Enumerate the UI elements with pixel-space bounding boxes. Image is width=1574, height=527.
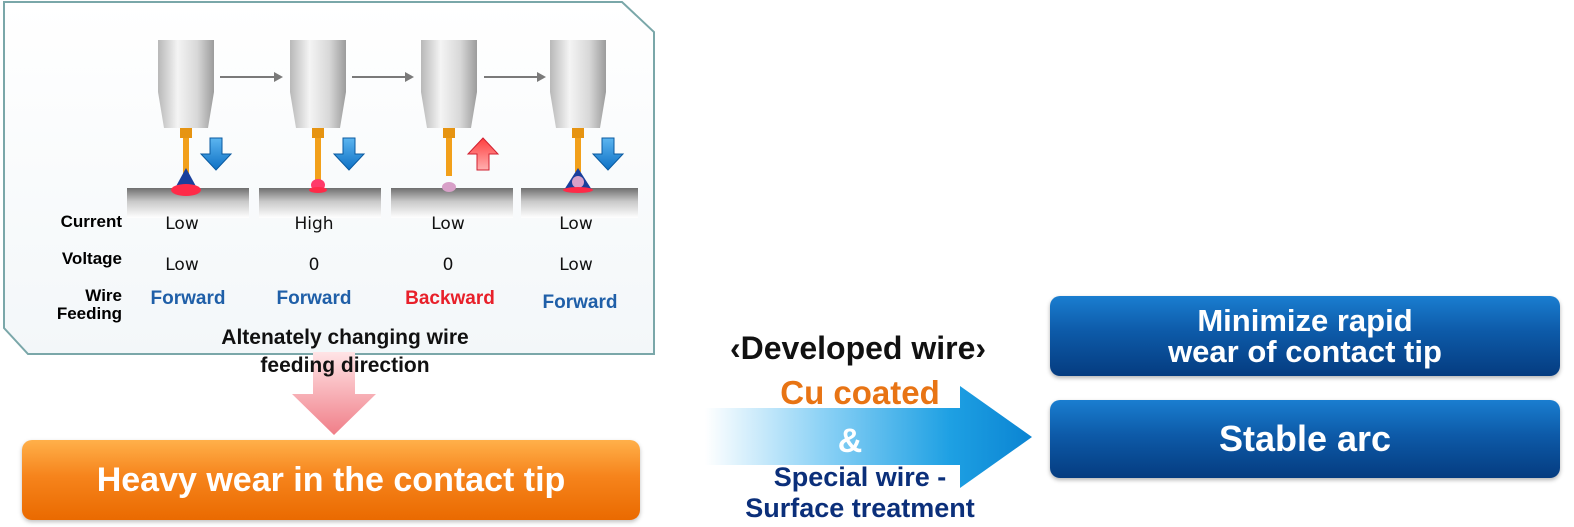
step-3-feeding: Backward [405,288,495,309]
step-4-voltage: Low [559,255,593,275]
cu-coated-label: Cu coated [780,374,940,411]
up-arrow-icon [466,137,500,171]
caption-line-1: Altenately changing wire [221,326,469,349]
result-down-arrow [292,352,376,435]
down-arrow-icon [332,137,366,171]
welding-torch-icon [290,40,346,193]
minimize-wear-line-1: Minimize rapid [1197,303,1413,338]
step-1-feeding: Forward [150,288,226,309]
minimize-wear-line-2: wear of contact tip [1168,334,1442,369]
step-4-current: Low [559,214,593,234]
step-3-voltage: 0 [442,255,454,275]
step-3-current: Low [431,214,465,234]
welding-torch-icon [550,40,606,193]
heavy-wear-box: Heavy wear in the contact tip [22,440,640,520]
sequence-arrows [220,72,546,82]
developed-wire-title: ‹Developed wire› [729,330,987,366]
special-wire-label: Special wire - Surface treatment [690,462,1030,524]
caption-line-2: feeding direction [260,354,430,377]
minimize-wear-box: Minimize rapid wear of contact tip [1050,296,1560,376]
stable-arc-box: Stable arc [1050,400,1560,478]
step-1-voltage: Low [165,255,199,275]
special-wire-line-1: Special wire - [773,462,947,492]
row-label-wire-feeding: Wire Feeding [22,287,122,323]
down-arrow-icon [199,137,233,171]
heavy-wear-label: Heavy wear in the contact tip [96,460,566,499]
row-label-wire: Wire [85,286,122,305]
welding-torch-icon [158,40,214,196]
welding-torch-icon [421,40,477,192]
step-2-feeding: Forward [276,288,352,309]
down-arrow-icon [591,137,625,171]
developed-wire-arrow [705,386,1032,488]
stable-arc-label: Stable arc [1218,418,1392,459]
step-4-feeding: Forward [542,292,618,313]
row-label-current: Current [60,212,122,231]
special-wire-line-2: Surface treatment [745,493,975,523]
row-label-feeding: Feeding [56,304,122,323]
ampersand-label: & [837,422,863,460]
step-2-current: High [294,214,334,234]
row-label-voltage: Voltage [61,249,122,268]
step-2-voltage: 0 [308,255,320,275]
process-caption: Altenately changing wire feeding directi… [180,324,510,380]
step-1-current: Low [165,214,199,234]
workpiece-plates [127,188,638,218]
